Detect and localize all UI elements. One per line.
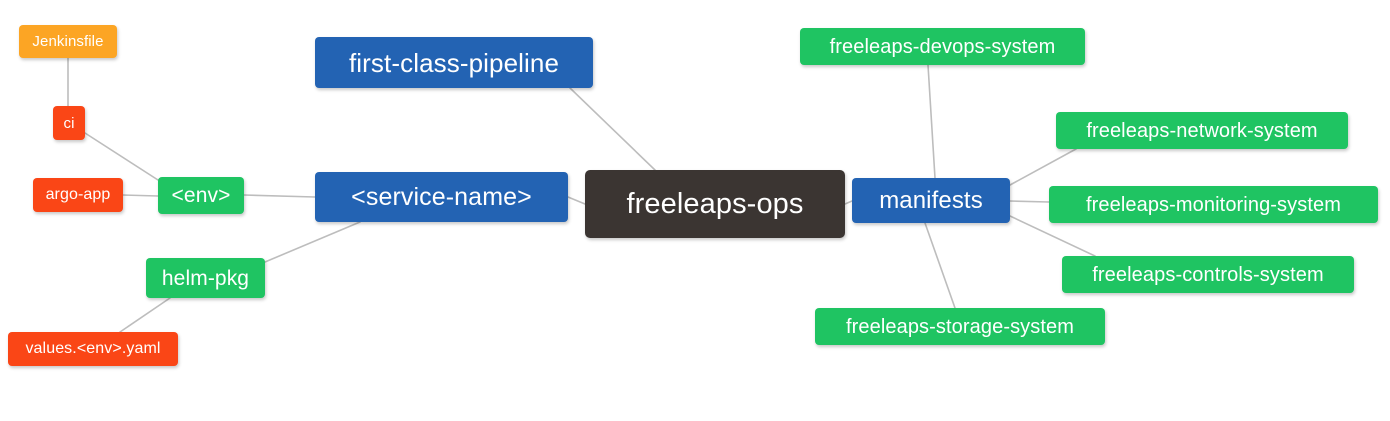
node-devops-system[interactable]: freeleaps-devops-system: [800, 28, 1085, 65]
node-argo-app[interactable]: argo-app: [33, 178, 123, 212]
node-values-yaml[interactable]: values.<env>.yaml: [8, 332, 178, 366]
edge-env-to-argo-app: [122, 194, 159, 197]
edge-service-name-to-helm-pkg: [264, 221, 361, 263]
node-storage-system[interactable]: freeleaps-storage-system: [815, 308, 1105, 345]
edge-manifests-to-storage-system: [924, 222, 956, 309]
edge-env-to-ci: [84, 132, 159, 181]
node-helm-pkg[interactable]: helm-pkg: [146, 258, 265, 298]
node-monitoring-system[interactable]: freeleaps-monitoring-system: [1049, 186, 1378, 223]
edge-manifests-to-network-system: [1009, 148, 1077, 186]
node-jenkinsfile[interactable]: Jenkinsfile: [19, 25, 117, 58]
edge-root-to-manifests: [844, 200, 853, 205]
node-controls-system[interactable]: freeleaps-controls-system: [1062, 256, 1354, 293]
node-first-class-pipeline[interactable]: first-class-pipeline: [315, 37, 593, 88]
node-manifests[interactable]: manifests: [852, 178, 1010, 223]
node-root[interactable]: freeleaps-ops: [585, 170, 845, 238]
edge-root-to-first-class-pipeline: [569, 87, 656, 171]
node-service-name[interactable]: <service-name>: [315, 172, 568, 222]
edge-service-name-to-env: [243, 194, 316, 198]
edge-helm-pkg-to-values-yaml: [119, 297, 171, 333]
edge-root-to-service-name: [567, 196, 586, 205]
node-network-system[interactable]: freeleaps-network-system: [1056, 112, 1348, 149]
node-ci[interactable]: ci: [53, 106, 85, 140]
edge-manifests-to-monitoring-system: [1009, 200, 1050, 203]
edge-manifests-to-devops-system: [927, 64, 936, 179]
node-env[interactable]: <env>: [158, 177, 244, 214]
